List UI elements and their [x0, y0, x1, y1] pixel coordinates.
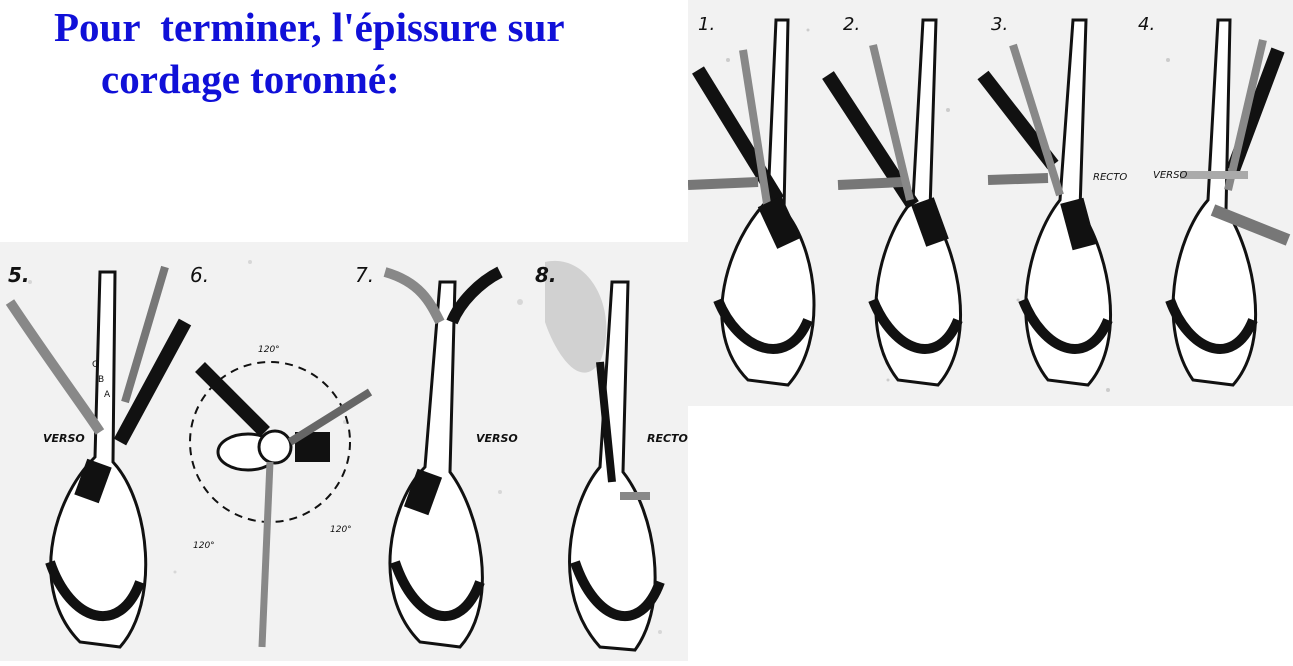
strand-letter-c: C: [92, 360, 98, 370]
angle-label-bottom-left: 120°: [193, 541, 215, 551]
figure-5-label: VERSO: [43, 432, 85, 445]
figure-4-label: VERSO: [1153, 170, 1187, 181]
figure-2-number: 2.: [843, 14, 860, 35]
strand-letter-a: A: [104, 390, 111, 400]
figure-8-label: RECTO: [647, 432, 688, 445]
splice-steps-1-4-drawing: 1. 2. 3. 4. RECTO VERSO: [688, 0, 1293, 406]
angle-label-bottom-right: 120°: [330, 525, 352, 535]
figure-7-number: 7.: [355, 263, 374, 287]
splice-steps-5-8-illustration: 5. 6. 7. 8. VERSO VERSO RECTO 120° 120° …: [0, 242, 688, 661]
figure-3-label: RECTO: [1093, 172, 1127, 183]
figure-8-number: 8.: [535, 263, 557, 287]
splice-steps-5-8-drawing: 5. 6. 7. 8. VERSO VERSO RECTO 120° 120° …: [0, 242, 688, 661]
figure-7-label: VERSO: [476, 432, 518, 445]
figure-3-number: 3.: [991, 14, 1008, 35]
figure-1-number: 1.: [698, 14, 715, 35]
figure-4-number: 4.: [1138, 14, 1155, 35]
title-line-2: cordage toronné:: [101, 54, 400, 104]
figure-5-number: 5.: [8, 263, 30, 287]
title-line-1: Pour terminer, l'épissure sur: [54, 2, 565, 52]
splice-steps-1-4-illustration: 1. 2. 3. 4. RECTO VERSO: [688, 0, 1293, 406]
angle-label-top: 120°: [258, 345, 280, 355]
strand-letter-b: B: [98, 375, 104, 385]
figure-6-number: 6.: [190, 263, 209, 287]
